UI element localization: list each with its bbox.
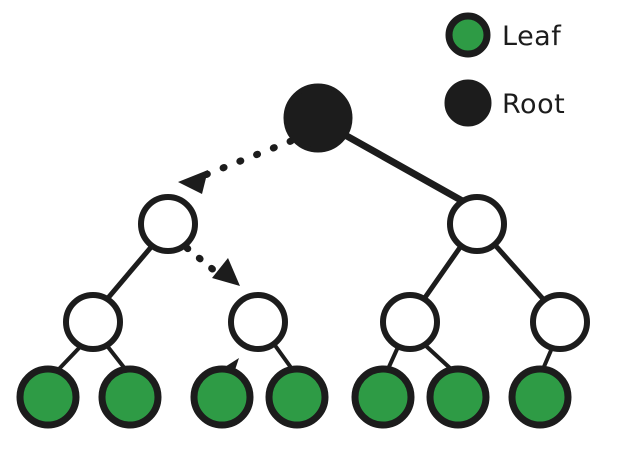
edge-right-to-right-right — [492, 242, 547, 303]
node-leaf-4[interactable] — [265, 365, 329, 429]
dotted-arrow-left-to-lr-line — [183, 244, 220, 276]
legend-leaf-label: Leaf — [502, 21, 562, 52]
node-leaf-1[interactable] — [16, 365, 80, 429]
node-internal-left-left[interactable] — [63, 292, 123, 352]
edge-left-to-left-left — [105, 243, 155, 301]
legend: Leaf Root — [444, 12, 565, 127]
legend-root-circle-icon — [444, 79, 492, 127]
edge-rr-to-leaf-7 — [541, 346, 554, 371]
node-internal-right-right[interactable] — [530, 292, 590, 352]
edge-lr-to-leaf-4 — [272, 342, 294, 371]
edge-rl-to-leaf-6 — [424, 344, 453, 371]
edge-root-to-right-child — [341, 131, 470, 207]
legend-leaf-circle-icon — [445, 12, 491, 58]
arrowhead-to-left-node — [178, 170, 208, 194]
arrowhead-to-lr-node — [212, 258, 240, 286]
node-internal-left-right[interactable] — [228, 292, 288, 352]
edge-rl-to-leaf-5 — [386, 345, 400, 371]
legend-root-label: Root — [502, 89, 565, 120]
node-internal-right-left[interactable] — [380, 292, 440, 352]
node-leaf-7[interactable] — [508, 365, 572, 429]
node-leaf-6[interactable] — [426, 365, 490, 429]
node-internal-left[interactable] — [138, 194, 198, 254]
legend-item-leaf[interactable]: Leaf — [445, 12, 562, 58]
node-leaf-2[interactable] — [98, 365, 162, 429]
node-leaf-3[interactable] — [190, 365, 254, 429]
edge-ll-to-leaf-2 — [106, 345, 128, 372]
edge-ll-to-leaf-1 — [56, 345, 82, 372]
node-leaf-5[interactable] — [351, 365, 415, 429]
tree-edges — [56, 131, 554, 372]
dotted-arrow-root-to-left-line — [201, 137, 295, 179]
node-internal-right[interactable] — [447, 194, 507, 254]
edge-right-to-right-left — [421, 243, 464, 302]
node-root[interactable] — [283, 83, 353, 153]
legend-item-root[interactable]: Root — [444, 79, 565, 127]
tree-nodes — [16, 83, 590, 429]
